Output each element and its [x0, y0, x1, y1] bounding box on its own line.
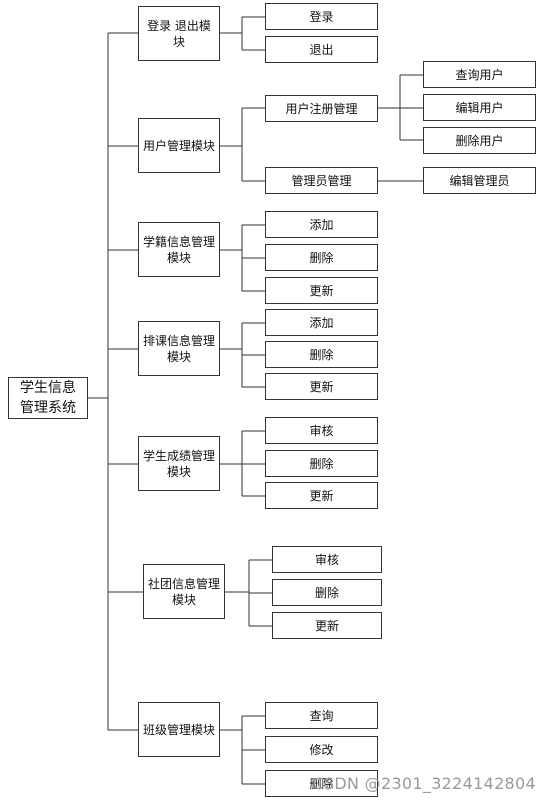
- root-node: 学生信息 管理系统: [8, 377, 88, 419]
- leaf-schedule-delete: 删除: [265, 341, 378, 368]
- submodule-admin-management: 管理员管理: [265, 167, 378, 194]
- module-class-management: 班级管理模块: [138, 702, 220, 757]
- module-clubs: 社团信息管理模块: [143, 564, 225, 619]
- watermark-text: CSDN @2301_3224142804: [312, 774, 536, 793]
- module-user-management: 用户管理模块: [138, 118, 220, 173]
- module-status-info: 学籍信息管理模块: [138, 222, 220, 277]
- module-status-info-label: 学籍信息管理模块: [143, 234, 216, 265]
- module-clubs-label: 社团信息管理模块: [148, 576, 221, 607]
- leaf-grades-update: 更新: [265, 482, 378, 509]
- leaf-status-delete: 删除: [265, 244, 378, 271]
- leaf-clubs-review: 审核: [272, 546, 382, 573]
- root-label-line1: 学生信息: [20, 380, 76, 396]
- root-label-line2: 管理系统: [20, 400, 76, 416]
- module-login-logout: 登录 退出模块: [138, 6, 220, 61]
- leaf-delete-user: 删除用户: [423, 127, 536, 154]
- module-grades: 学生成绩管理模块: [138, 436, 220, 491]
- leaf-schedule-add: 添加: [265, 309, 378, 336]
- leaf-edit-admin: 编辑管理员: [423, 167, 536, 194]
- leaf-grades-delete: 删除: [265, 450, 378, 477]
- leaf-class-delete: 删除: [265, 770, 378, 797]
- leaf-query-user: 查询用户: [423, 61, 536, 88]
- leaf-grades-review: 审核: [265, 417, 378, 444]
- leaf-class-query: 查询: [265, 702, 378, 729]
- submodule-user-registration: 用户注册管理: [265, 95, 378, 122]
- module-grades-label: 学生成绩管理模块: [143, 448, 216, 479]
- module-scheduling: 排课信息管理模块: [138, 321, 220, 376]
- leaf-status-update: 更新: [265, 277, 378, 304]
- leaf-schedule-update: 更新: [265, 373, 378, 400]
- leaf-logout: 退出: [265, 36, 378, 63]
- module-scheduling-label: 排课信息管理模块: [143, 333, 216, 364]
- leaf-clubs-update: 更新: [272, 612, 382, 639]
- leaf-clubs-delete: 删除: [272, 579, 382, 606]
- leaf-class-modify: 修改: [265, 736, 378, 763]
- leaf-edit-user: 编辑用户: [423, 94, 536, 121]
- leaf-login: 登录: [265, 3, 378, 30]
- leaf-status-add: 添加: [265, 211, 378, 238]
